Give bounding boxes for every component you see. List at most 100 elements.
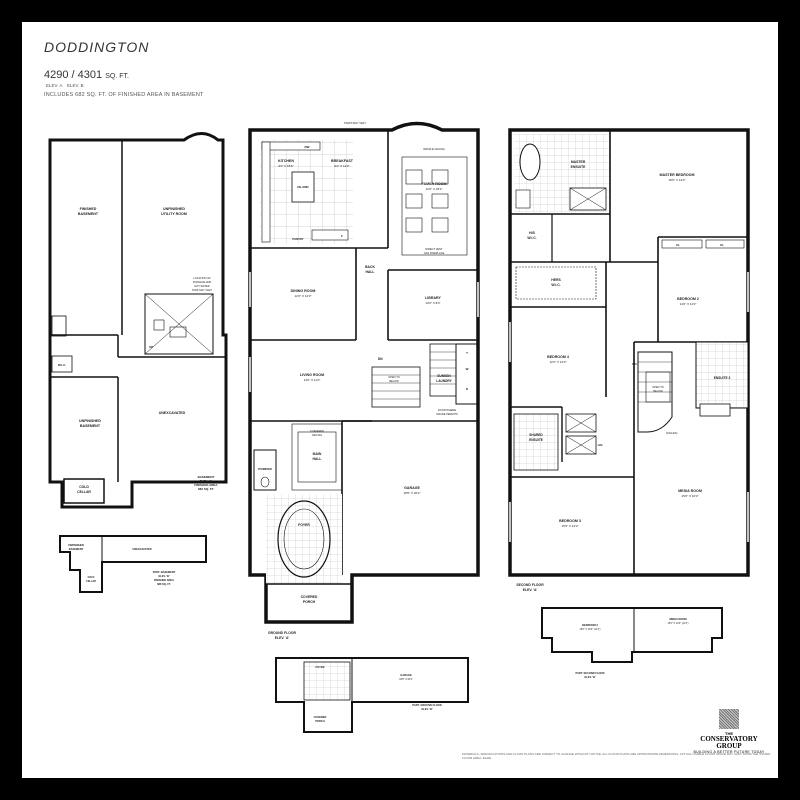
logo-the: THE: [725, 731, 733, 736]
coffered-note-1: COFFERED: [310, 429, 324, 433]
partial-cold-cellar-label-2: CELLAR: [86, 580, 96, 583]
basement-note: INCLUDES 682 SQ. FT. OF FINISHED AREA IN…: [44, 92, 204, 98]
logo-tagline: BUILDING A BETTER FUTURE TODAY: [693, 750, 765, 754]
partial-basement-caption-2: ELEV. 'B': [158, 574, 169, 578]
master-ensuite-label-2: ENSUITE: [571, 165, 586, 169]
partial-ground-labels: FOYER GARAGE 18'6" X 20'2" COVERED PORCH…: [314, 665, 442, 723]
media-room-label: MEDIA ROOM: [678, 489, 702, 493]
second-caption-1: SECOND FLOOR: [516, 583, 544, 587]
bedroom-2-label: BEDROOM 2: [677, 297, 699, 301]
master-ensuite-label: MASTER: [571, 160, 586, 164]
basement-caption-1: BASEMENT: [198, 475, 215, 479]
coffered-note-2: CEILING: [312, 433, 322, 437]
his-wic-label-2: W.I.C.: [527, 236, 536, 240]
master-bedroom-label: MASTER BEDROOM: [660, 173, 695, 177]
bedroom-3-dim: 15'0" X 12'0": [562, 524, 579, 528]
powder-label: POWDER: [258, 467, 272, 471]
steps-note: STEPS MAY VARY: [344, 121, 366, 125]
fireplace-note-1: DIRECT VENT: [425, 247, 443, 251]
partial-porch-label-2: PORCH: [315, 719, 324, 723]
master-bedroom-dim: 18'0" X 14'0": [669, 178, 686, 182]
partial-media-room-label: MEDIA ROOM: [669, 617, 686, 621]
library-label: LIBRARY: [425, 296, 441, 300]
pantry-label: PANTRY: [292, 237, 303, 241]
partial-foyer-label: FOYER: [316, 665, 325, 669]
dishwasher-label: DW: [305, 145, 310, 149]
second-caption-2: ELEV. 'A': [523, 588, 538, 592]
fireplace-note-2: GAS FIREPLACE: [424, 251, 445, 255]
ground-open-below-1: OPEN TO: [388, 375, 400, 379]
partial-ground-caption-1: PART. GROUND FLOOR: [412, 703, 441, 707]
elev-a-label: ELEV. A: [46, 83, 63, 88]
living-room-label: LIVING ROOM: [300, 373, 324, 377]
island-label: ISLAND: [297, 185, 309, 189]
ground-caption-2: ELEV. 'A': [275, 636, 290, 640]
floor-plan-drawing: FINISHED BASEMENT UNFINISHED UTILITY ROO…: [48, 121, 750, 733]
finished-basement-label-2: BASEMENT: [78, 212, 99, 216]
closet-label-1: CL: [676, 243, 680, 247]
partial-basement-caption-3: FINISHED AREA: [154, 578, 174, 582]
basement-caption-4: 682 SQ. FT.: [198, 487, 214, 491]
partial-second-caption-2: ELEV. 'B': [584, 675, 595, 679]
basement-plan: [48, 132, 228, 509]
back-hall-label-2: HALL: [365, 270, 374, 274]
partial-bedroom-3-label: BEDROOM 3: [582, 623, 598, 627]
waffle-ceiling-note: WAFFLE CEILING: [423, 147, 445, 151]
foyer-label: FOYER: [298, 523, 310, 527]
media-room-dim: 15'0" X 10'0": [682, 494, 699, 498]
closet-label-2: CL: [720, 243, 724, 247]
partial-second-labels: BEDROOM 3 15'0" X 15'0" (11'4") MEDIA RO…: [576, 617, 689, 679]
cold-cellar-label: COLD: [79, 485, 89, 489]
partial-basement-plan: [59, 535, 207, 593]
main-hall-label: MAIN: [313, 452, 322, 456]
back-hall-label: BACK: [365, 265, 375, 269]
bedroom-4-dim: 12'2" X 12'0": [550, 360, 567, 364]
shared-ensuite-label-2: ENSUITE: [529, 438, 543, 442]
utility-room-label: UNFINISHED: [163, 207, 185, 211]
partial-media-room-dim: 15'0" X 10'0" (11'4"): [668, 622, 689, 625]
railing-label: RAILING: [666, 431, 677, 435]
disclaimer: MATERIALS, SPECIFICATIONS AND FLOOR PLAN…: [462, 752, 771, 760]
partial-unfinished-label: UNFINISHED: [68, 543, 84, 547]
kitchen-label: KITCHEN: [278, 159, 294, 163]
second-open-below-2: BELOW: [653, 389, 663, 393]
partial-unexcavated-label: UNEXCAVATED: [132, 547, 151, 551]
family-room-dim: 12'0" X 18'4": [426, 187, 443, 191]
ground-floor-plan: [248, 121, 480, 624]
fridge-label: F: [341, 234, 343, 238]
dining-room-label: DINING ROOM: [291, 289, 316, 293]
basement-up-label: UP: [149, 345, 153, 349]
second-floor-plan: [508, 128, 750, 577]
hers-wic-label: HERS: [551, 278, 561, 282]
partial-garage-label: GARAGE: [400, 673, 412, 677]
shared-ensuite-label: SHARED: [529, 433, 543, 437]
second-open-below-1: OPEN TO: [652, 385, 664, 389]
kitchen-dim: 9'0" X 15'6": [278, 164, 293, 168]
partial-second-plan: [541, 607, 723, 663]
family-room-label: FAMILY ROOM: [422, 182, 447, 186]
bedroom-2-dim: 14'0" X 11'0": [680, 302, 697, 306]
partial-garage-dim: 18'6" X 20'2": [399, 678, 413, 681]
porch-label-2: PORCH: [303, 600, 316, 604]
second-floor-labels: MASTER ENSUITE MASTER BEDROOM 18'0" X 14…: [516, 160, 730, 592]
dining-room-dim: 12'0" X 12'0": [295, 294, 312, 298]
furnace-note-4: TANK MAY VARY: [192, 288, 213, 292]
partial-porch-label: COVERED: [314, 715, 327, 719]
washer-label: W: [466, 367, 469, 371]
breakfast-dim: 9'0" X 12'0": [334, 164, 349, 168]
partial-ground-plan: [275, 657, 469, 733]
logo-name: CONSERVATORY: [700, 735, 758, 743]
his-wic-label: HIS: [529, 231, 535, 235]
partial-second-caption-1: PART. SECOND FLOOR: [576, 671, 605, 675]
furnace-note-3: HOT WATER: [194, 284, 209, 288]
utility-room-label-2: UTILITY ROOM: [161, 212, 187, 216]
bedroom-3-label: BEDROOM 3: [559, 519, 581, 523]
floorplan-sheet: DODDINGTON 4290 / 4301 SQ. FT. ELEV. A E…: [22, 22, 778, 778]
door-note-2: GRADE PERMITS: [436, 412, 458, 416]
cold-cellar-label-2: CELLAR: [77, 490, 91, 494]
tub-label: T: [466, 351, 468, 355]
ground-dn-label: DN: [378, 357, 383, 361]
garage-dim: 18'6" X 20'2": [404, 491, 421, 495]
logo-name-2: GROUP: [716, 742, 742, 750]
ground-caption-1: GROUND FLOOR: [268, 631, 296, 635]
